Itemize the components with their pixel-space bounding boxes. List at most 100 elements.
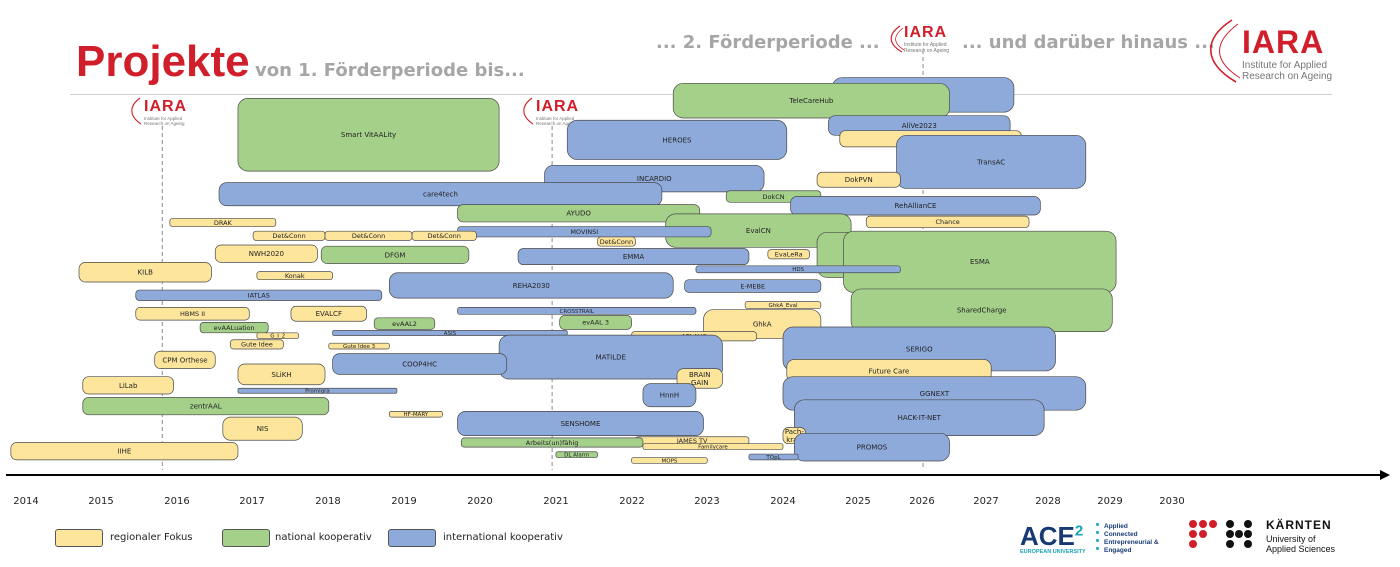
iara-swirl-icon bbox=[523, 97, 534, 125]
project-bar-label: TOpL bbox=[765, 455, 781, 461]
project-bar-rect bbox=[237, 97, 500, 172]
project-bar: Det&Conn bbox=[597, 236, 636, 247]
project-bar-label: Gute Idee bbox=[241, 341, 273, 349]
project-bar-label: SERIGO bbox=[906, 345, 933, 353]
project-bar-label: ESMA bbox=[970, 258, 990, 266]
iara-logo-header: IARA Institute for Applied Research on A… bbox=[884, 24, 949, 58]
project-bar: Konak bbox=[256, 271, 333, 281]
project-bar-rect bbox=[237, 387, 398, 394]
project-bar: REHA2030 bbox=[389, 272, 674, 299]
project-bar-label: PROMOS bbox=[857, 444, 888, 452]
project-bar: TeleCareHub bbox=[672, 82, 950, 119]
x-tick-label: 2023 bbox=[694, 496, 719, 507]
project-bar-label: HF-MARY bbox=[404, 412, 429, 418]
project-bar-label: Future Care bbox=[869, 367, 910, 375]
project-bar-rect bbox=[460, 437, 644, 448]
project-bar: NWH2020 bbox=[214, 244, 318, 263]
project-bar-label: EVALCF bbox=[316, 310, 342, 318]
project-bar: DFGM bbox=[320, 245, 470, 264]
project-bar: PROMOS bbox=[794, 432, 950, 462]
kaernten-logo-name: KÄRNTEN bbox=[1266, 518, 1332, 532]
project-bar-rect bbox=[290, 305, 368, 322]
project-bar: ESMA bbox=[843, 230, 1117, 293]
project-bar: IIHE bbox=[10, 442, 239, 461]
iara-logo-marker-2-name: IARA bbox=[536, 98, 580, 115]
project-bar-rect bbox=[672, 82, 950, 119]
project-bar-label: DL Alarm bbox=[564, 453, 589, 459]
x-tick-label: 2024 bbox=[770, 496, 795, 507]
project-bar-rect bbox=[237, 363, 326, 386]
project-bar: SLiKH bbox=[237, 363, 326, 386]
project-bar-label: MATILDE bbox=[596, 354, 626, 362]
project-bar: AYUDO bbox=[457, 204, 701, 223]
project-bar-label: HEROES bbox=[663, 136, 692, 144]
legend-swatch-national bbox=[222, 529, 270, 547]
project-bar-rect bbox=[214, 244, 318, 263]
project-bar-label: EvalCN bbox=[746, 227, 771, 235]
project-bar-rect bbox=[218, 182, 663, 207]
project-bar: Gute Idee bbox=[230, 339, 284, 350]
iara-logo-main-name: IARA bbox=[1242, 24, 1325, 60]
project-bar-rect bbox=[457, 307, 697, 315]
project-bar-label: MOPS bbox=[662, 458, 678, 464]
project-bar-rect bbox=[320, 245, 470, 264]
project-bar-label: HDS bbox=[792, 267, 804, 273]
project-bar: COOP4HC bbox=[332, 353, 508, 375]
project-bar-label: EvaLeRa bbox=[775, 251, 803, 259]
project-bar-label: AYUDO bbox=[566, 210, 591, 218]
project-bar-rect bbox=[559, 315, 632, 330]
x-tick-label: 2025 bbox=[845, 496, 870, 507]
x-tick-label: 2028 bbox=[1035, 496, 1060, 507]
project-bar-rect bbox=[256, 271, 333, 281]
legend-label-national: national kooperativ bbox=[275, 532, 372, 543]
project-bar-label: EMMA bbox=[623, 253, 645, 261]
ace2-word-3: Entrepreneurial & bbox=[1104, 539, 1159, 546]
project-bar: TOpL bbox=[748, 453, 799, 461]
project-bar: MOPS bbox=[631, 457, 708, 464]
kaernten-logo-line2: Applied Sciences bbox=[1266, 544, 1336, 554]
legend-label-regional: regionaler Fokus bbox=[110, 532, 193, 543]
project-bar: IATLAS bbox=[135, 289, 383, 301]
x-tick-label: 2021 bbox=[543, 496, 568, 507]
iara-logo-marker-1: IARA Institute for Applied Research on A… bbox=[126, 96, 186, 130]
project-bar-rect bbox=[517, 248, 750, 266]
project-bar-label: CROSSTRAIL bbox=[560, 309, 595, 315]
project-bar-label: Chance bbox=[935, 218, 959, 226]
ace2-word-2: Connected bbox=[1104, 531, 1138, 538]
project-bar-label: INCARDIO bbox=[637, 175, 672, 183]
project-bar: G_I_2 bbox=[256, 332, 299, 340]
project-bar-rect bbox=[642, 383, 697, 408]
project-bar-rect bbox=[135, 307, 250, 321]
iara-logo-marker-2-line2: Research on Ageing bbox=[536, 121, 577, 126]
project-bar-label: COOP4HC bbox=[402, 360, 437, 368]
x-tick-label: 2022 bbox=[619, 496, 644, 507]
kaernten-logo: KÄRNTEN University of Applied Sciences bbox=[1188, 518, 1335, 560]
project-bar-label: Promigra bbox=[305, 389, 330, 395]
project-bar: HDS bbox=[695, 265, 901, 273]
project-bar-label: DFGM bbox=[385, 251, 406, 259]
project-bar-rect bbox=[10, 442, 239, 461]
project-bar-rect bbox=[135, 289, 383, 301]
ace2-dots bbox=[1096, 523, 1099, 557]
iara-swirl-icon bbox=[890, 25, 905, 53]
project-bar-label: evAALuation bbox=[214, 324, 255, 332]
project-bar: Gute Idee 3 bbox=[328, 342, 390, 350]
iara-swirl-icon bbox=[1209, 19, 1241, 83]
project-bar-label: Arbeits(un)fähig bbox=[526, 439, 579, 447]
project-bar: CROSSTRAIL bbox=[457, 307, 697, 315]
project-bar: E-MEBE bbox=[684, 279, 822, 293]
iara-logo-main: IARA Institute for Applied Research on A… bbox=[1198, 18, 1332, 88]
ace2-word-4: Engaged bbox=[1104, 547, 1132, 554]
project-bar: evAAL 3 bbox=[559, 315, 632, 330]
project-bar-label: Pach- bbox=[785, 428, 804, 436]
project-bar: MOVINSI bbox=[457, 226, 712, 238]
project-bar-label: NWH2020 bbox=[249, 250, 284, 258]
project-bar: DL Alarm bbox=[555, 451, 598, 459]
project-bar: evAAL2 bbox=[373, 317, 436, 330]
project-bar-label: Gute Idee 3 bbox=[343, 344, 376, 350]
project-bar: evAALuation bbox=[199, 322, 269, 334]
project-bar: HEROES bbox=[566, 119, 788, 160]
x-tick-label: 2014 bbox=[13, 496, 38, 507]
